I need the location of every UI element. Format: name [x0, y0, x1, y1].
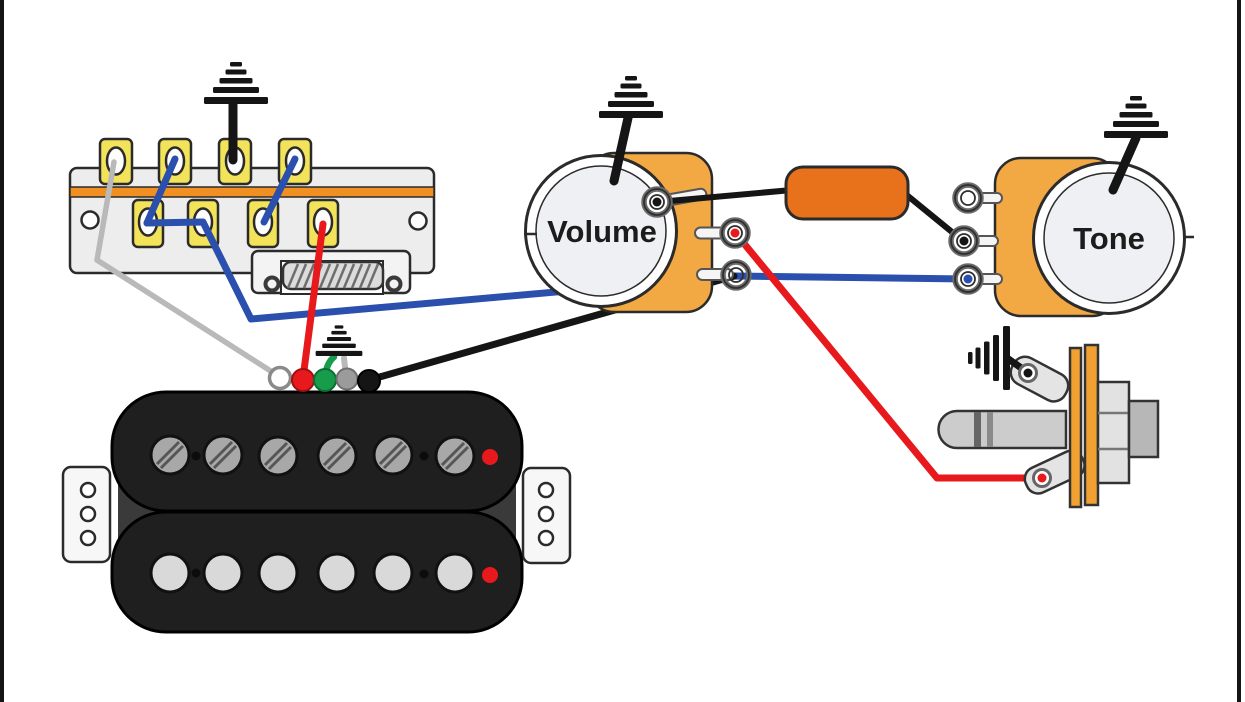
volume-top-lug	[641, 186, 673, 218]
screw-slots	[155, 440, 470, 471]
jack-barrel-ring	[987, 412, 993, 447]
spring-hook	[263, 275, 281, 293]
capacitor	[784, 165, 910, 221]
volume-bottom-lug-stem	[696, 268, 734, 281]
bare-wire-end	[335, 367, 359, 391]
blue-wires	[143, 155, 971, 323]
pickup-red-dot	[482, 449, 498, 465]
humbucker-pickup	[61, 390, 572, 634]
red-wire-end	[291, 368, 315, 392]
right-frame-line	[1237, 0, 1241, 702]
left-frame-line	[0, 0, 4, 702]
jack-threaded-end	[1127, 399, 1160, 459]
volume-bottom-lug	[720, 259, 752, 291]
wire-blue-jumper-2	[260, 155, 299, 226]
switch-spring	[250, 249, 412, 295]
pickup-red-dot	[482, 567, 498, 583]
jack-barrel	[937, 409, 1068, 450]
tone-top-lug	[952, 182, 984, 214]
volume-label: Volume	[547, 214, 657, 249]
red-wires	[299, 220, 1044, 482]
tone-pot: Tone	[967, 156, 1194, 318]
spring-hook	[385, 275, 403, 293]
white-wire-end	[267, 365, 293, 391]
tone-pot-face	[1043, 172, 1175, 304]
output-jack	[937, 343, 1160, 509]
ground-stems	[609, 113, 1141, 195]
wire-volume-to-cap	[655, 187, 795, 205]
volume-middle-lug	[719, 217, 751, 249]
tip-wire-end	[1037, 473, 1047, 483]
tone-label: Tone	[1073, 221, 1145, 256]
volume-pot: Volume	[524, 151, 734, 314]
spring-coils	[286, 263, 380, 289]
green-wire-end	[313, 368, 337, 392]
pickup-conductor-dots	[267, 365, 381, 393]
tone-bottom-lug	[952, 263, 984, 295]
black-wire-end	[357, 369, 381, 393]
wire-white-pickup-to-switch	[94, 159, 283, 380]
wire-red-pickup-to-switch	[299, 220, 327, 382]
switch-stripe	[69, 186, 435, 198]
volume-ground-stem	[609, 113, 633, 186]
tone-middle-lug	[948, 225, 980, 257]
jack-washer	[1083, 343, 1100, 507]
wire-blue-jumper-1	[143, 155, 179, 227]
jack-bushing	[1096, 380, 1131, 485]
wire-blue-switch-to-pots	[143, 218, 971, 323]
jack-barrel-ring	[974, 412, 981, 447]
spacer-dots	[191, 451, 429, 579]
volume-pot-face	[535, 165, 667, 297]
tone-ground-stem	[1108, 133, 1141, 195]
sleeve-wire-end	[1023, 368, 1033, 378]
pot-lug-rings	[641, 182, 984, 295]
ear-screw-holes	[79, 481, 555, 547]
jack-washer	[1068, 346, 1083, 509]
switch-mount-hole	[80, 210, 100, 230]
screw-poles	[149, 434, 476, 477]
slug-poles	[149, 552, 476, 594]
wire-red-volume-to-jack	[733, 231, 1044, 482]
switch-mount-hole	[408, 211, 428, 231]
